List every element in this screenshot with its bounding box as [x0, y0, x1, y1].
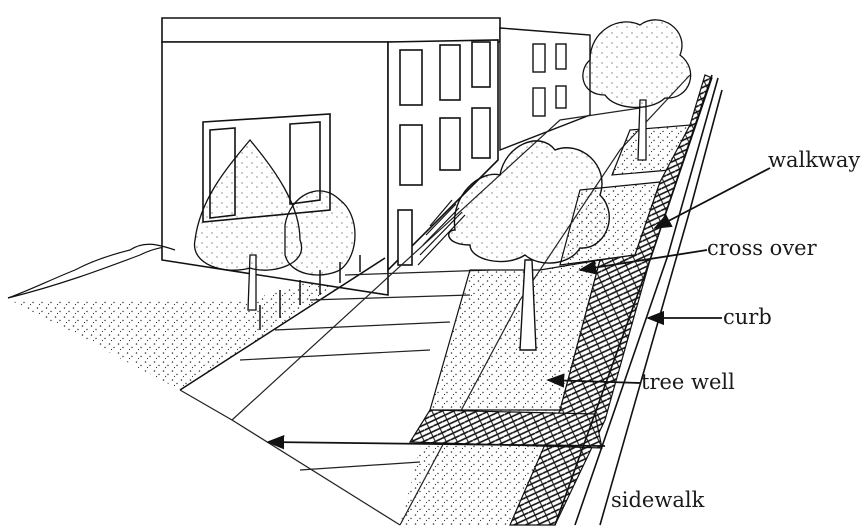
shrubs-left — [8, 244, 175, 298]
curb-label: curb — [723, 307, 772, 328]
cross-over-label: cross over — [707, 238, 817, 259]
walkway-label: walkway — [768, 150, 860, 171]
building-distant — [500, 28, 590, 150]
tree-well-label: tree well — [641, 372, 735, 393]
sidewalk-label: sidewalk — [611, 490, 704, 511]
